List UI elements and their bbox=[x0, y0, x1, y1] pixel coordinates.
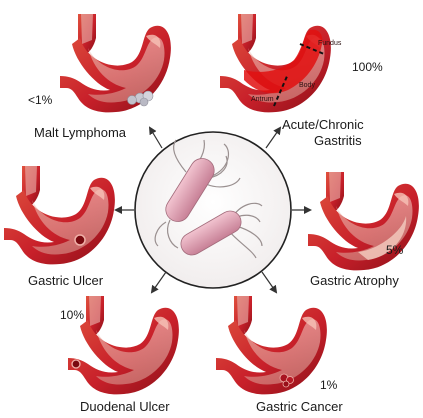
gastritis-label-line2: Gastritis bbox=[314, 133, 362, 148]
duodenal-ulcer-spot bbox=[72, 360, 80, 368]
gastric-ulcer-label: Gastric Ulcer bbox=[28, 273, 103, 288]
fundus-label: Fundus bbox=[318, 40, 341, 48]
gastric-atrophy-label: Gastric Atrophy bbox=[310, 273, 399, 288]
body-label: Body bbox=[299, 82, 315, 90]
stomach-gastritis bbox=[220, 14, 331, 112]
malt-lymphoma-percent: <1% bbox=[28, 93, 52, 107]
gastric-atrophy-percent: 5% bbox=[386, 243, 403, 257]
central-circle bbox=[135, 132, 291, 288]
stomach-gastric-cancer bbox=[216, 296, 327, 394]
stomach-duodenal-ulcer bbox=[68, 296, 179, 394]
arrow-to-duodenal-ulcer bbox=[152, 272, 166, 292]
stomach-malt-lymphoma bbox=[60, 14, 171, 112]
stomach-gastric-ulcer bbox=[4, 166, 115, 264]
antrum-label: Antrum bbox=[251, 96, 274, 104]
gastric-ulcer-percent: 10% bbox=[60, 308, 84, 322]
arrow-to-gastritis bbox=[266, 128, 280, 148]
ulcer-spot bbox=[75, 235, 85, 245]
gastritis-label-line1: Acute/Chronic bbox=[282, 117, 364, 132]
arrow-to-malt-lymphoma bbox=[150, 128, 162, 148]
duodenal-ulcer-label: Duodenal Ulcer bbox=[80, 399, 170, 414]
gastric-cancer-label: Gastric Cancer bbox=[256, 399, 343, 414]
gastritis-percent: 100% bbox=[352, 60, 383, 74]
malt-lymphoma-label: Malt Lymphoma bbox=[34, 125, 126, 140]
gastric-cancer-percent: 1% bbox=[320, 378, 337, 392]
arrow-to-gastric-cancer bbox=[262, 272, 276, 292]
